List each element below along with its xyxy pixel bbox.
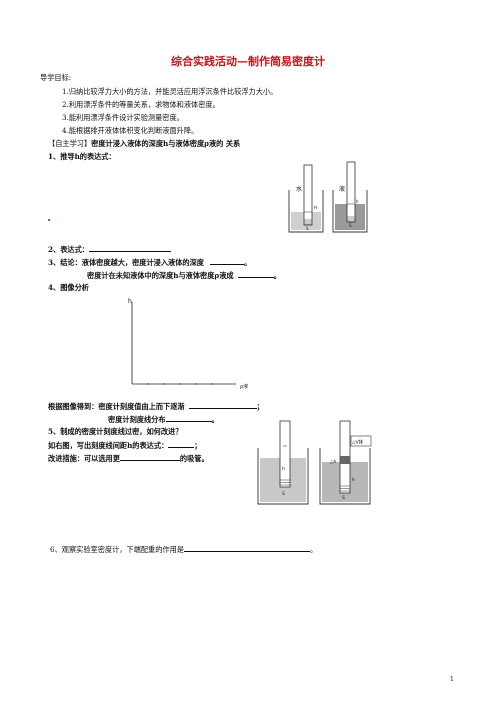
question-5-line-2: 如右图，写出刻度线间距h的表达式：；	[48, 440, 202, 450]
self-study-text: 密度计浸入液体的深度h与液体密度ρ液的 关系	[91, 139, 241, 148]
fig2-right-beaker	[319, 448, 371, 505]
question-6: 6、观察实验室密度计，下端配重的作用是。	[50, 544, 318, 554]
left-h-label: H	[314, 205, 317, 210]
page-title: 综合实践活动—制作简易密度计	[171, 55, 325, 68]
right-s-label: S	[349, 223, 352, 228]
answer-blank-spacing-expression[interactable]	[168, 440, 195, 448]
fig2-displaced-volume	[340, 456, 350, 464]
fig2-right-h-label: h	[352, 477, 355, 483]
fig2-left-tube	[279, 420, 291, 488]
figure-scale-spacing: h S △V排 △h h S	[257, 420, 372, 505]
right-beaker	[332, 190, 368, 233]
goal-2: 2.利用漂浮条件的等量关系，求物体和液体密度。	[62, 100, 220, 109]
goal-3: 3.能利用漂浮条件设计实验测量密度。	[62, 113, 184, 122]
question-3: 3、结论：液体密度越大，密度计浸入液体的深度。	[48, 257, 252, 267]
page-number: 1	[450, 676, 454, 683]
answer-blank-expression[interactable]	[88, 244, 171, 252]
graph-x-label: ρ液	[240, 383, 248, 390]
fig2-left-beaker	[257, 448, 309, 505]
goal-1: 1.归纳比较浮力大小的方法，并能灵活应用浮沉条件比较浮力大小。	[62, 87, 278, 96]
left-beaker-label: 水	[296, 185, 302, 193]
question-5: 5、制成的密度计刻度线过密，如何改进？	[48, 427, 183, 436]
answer-blank-counterweight[interactable]	[183, 544, 310, 552]
fig2-left-s-label: S	[282, 491, 285, 497]
answer-blank-depth[interactable]	[209, 257, 244, 265]
graph-conclusion-1: 根据图像得到：密度计刻度值由上而下逐渐；	[48, 401, 264, 411]
question-1: 1、推导h的表达式：	[48, 152, 116, 161]
figure-density-beakers: 水 H S 液 h S	[288, 161, 368, 233]
question-5-line-3: 改进措施：可以选用更的吸管。	[48, 453, 209, 463]
fig2-right-s-label: S	[342, 495, 345, 501]
fig2-dv-label: △V排	[352, 439, 364, 446]
question-4: 4、图像分析	[48, 283, 89, 292]
graph-x-ticks	[147, 383, 213, 385]
goal-4: 4.能根据排开液体体积变化判断液面升降。	[62, 126, 199, 135]
left-s-label: S	[306, 226, 309, 231]
fig2-dh-label: △h	[330, 459, 336, 465]
self-study-heading: 【自主学习】密度计浸入液体的深度h与液体密度ρ液的 关系	[48, 139, 240, 148]
fig2-dv-box	[350, 435, 372, 447]
right-h-label: h	[356, 199, 359, 204]
question-3-line-2: 密度计在未知液体中的深度h与液体密度ρ液成。	[87, 270, 281, 280]
question-2: 2、表达式：	[48, 244, 171, 254]
right-tube	[346, 161, 356, 223]
fig2-left-h-label: h	[282, 466, 285, 472]
answer-blank-scale-distribution[interactable]	[165, 414, 212, 422]
answer-blank-scale-trend[interactable]	[188, 401, 257, 409]
left-beaker	[288, 190, 324, 233]
answer-blank-relation[interactable]	[237, 270, 274, 278]
answer-blank-straw[interactable]	[119, 453, 180, 461]
graph-y-label: h	[128, 298, 132, 305]
self-study-bracket: 【自主学习】	[48, 139, 92, 148]
right-beaker-label: 液	[339, 185, 345, 193]
green-dot	[48, 219, 50, 221]
graph-conclusion-2: 密度计刻度线分布。	[108, 414, 219, 424]
graph-h-vs-density: h ρ液	[128, 298, 248, 390]
left-tube	[303, 164, 313, 226]
guide-heading: 导学目标:	[40, 73, 72, 82]
